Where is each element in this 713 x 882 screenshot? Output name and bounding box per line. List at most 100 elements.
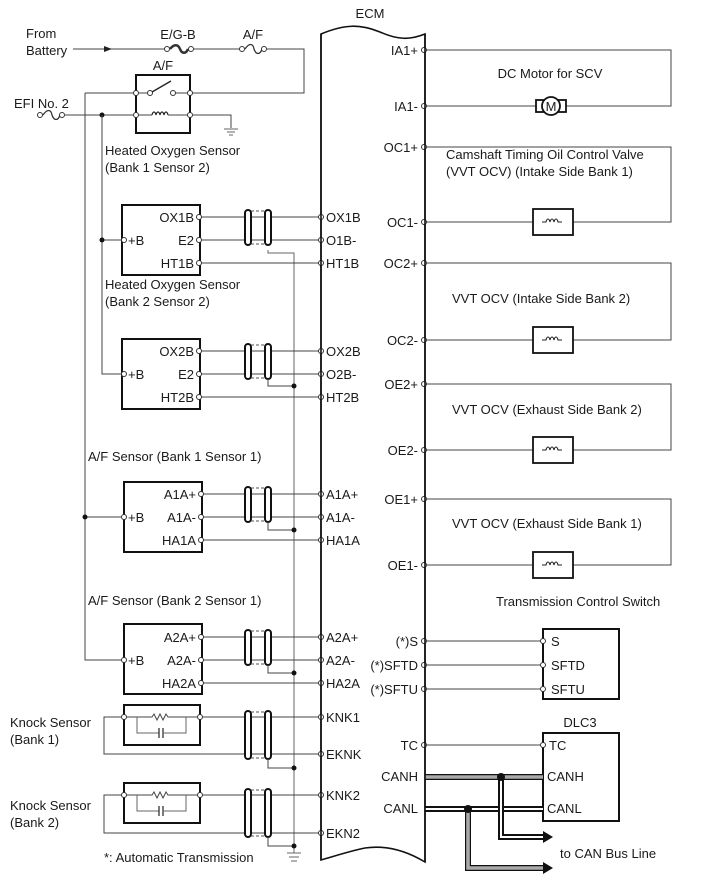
ocv-intake-bank2: OC2+ OC2- VVT OCV (Intake Side Bank 2) [384,256,672,354]
ecm-pin-label: OX2B [326,344,361,359]
ecm-pin-label: CANL [383,801,418,816]
pin-label: SFTU [551,682,585,697]
solenoid-coil-icon [532,436,574,464]
ecm-pin-label: A1A- [326,510,355,525]
pin-label: HT1B [161,256,194,271]
ecm-pin-label: O2B- [326,367,356,382]
shielded-cable-icon [244,209,272,246]
ecm-pin-label: OC2+ [384,256,418,271]
from-battery-label-2: Battery [26,43,68,58]
af-b2s1-plus-b: +B [128,653,144,668]
shield-ground-bus [267,250,301,862]
ho2-b2s2-plus-b: +B [128,367,144,382]
af-b1s1-plus-b: +B [128,510,144,525]
ecm-label: ECM [356,6,385,21]
pin-label: E2 [178,367,194,382]
ocv-intake-b1-title-1: Camshaft Timing Oil Control Valve [446,147,644,162]
shielded-cable-icon [244,343,272,380]
pin-label: OX2B [159,344,194,359]
ecm-pin-label: EKN2 [326,826,360,841]
fuse-egb-label: E/G-B [160,27,195,42]
af-sensor-bank1-sensor1: A/F Sensor (Bank 1 Sensor 1) +B A1A+ A1A… [88,449,360,553]
ecm-pin-label: OE1+ [384,492,418,507]
ecm-pin-label: HT2B [326,390,359,405]
ho2-b2s2-title-2: (Bank 2 Sensor 2) [105,294,210,309]
knock-b1-title-2: (Bank 1) [10,732,59,747]
ecm-pin-label: O1B- [326,233,356,248]
ho2-sensor-bank2-sensor2: Heated Oxygen Sensor (Bank 2 Sensor 2) +… [105,277,361,410]
shielded-cable-icon [244,710,272,760]
pin-label: SFTD [551,658,585,673]
trans-switch-title: Transmission Control Switch [496,594,660,609]
shielded-cable-icon [244,629,272,666]
ho2-b1s2-plus-b: +B [128,233,144,248]
pin-label: A1A+ [164,487,196,502]
ground-icon [287,852,301,862]
ecm-pin-label: (*)S [396,634,419,649]
fuse-af-label: A/F [243,27,263,42]
ecm-pin-label: OE2- [388,443,418,458]
relay-switch-icon [85,80,193,96]
ecm-pin-label: TC [401,738,418,753]
af-sensor-bank2-sensor1: A/F Sensor (Bank 2 Sensor 1) +B A2A+ A2A… [88,593,360,695]
ecm-pin-label: KNK1 [326,710,360,725]
fuse-icon [239,43,267,55]
ecm-pin-label: A2A- [326,653,355,668]
dc-motor-scv: IA1+ IA1- DC Motor for SCV M [391,43,672,116]
pin-label: TC [549,738,566,753]
solenoid-coil-icon [532,326,574,354]
ocv-exhaust-b2-title: VVT OCV (Exhaust Side Bank 2) [452,402,642,417]
relay-af-box [135,74,191,134]
pin-label: CANL [547,801,582,816]
ocv-exhaust-bank1: OE1+ OE1- VVT OCV (Exhaust Side Bank 1) [384,492,672,579]
can-bus-label: to CAN Bus Line [560,846,656,861]
knock-b1-title-1: Knock Sensor [10,715,92,730]
pin-label: A1A- [167,510,196,525]
pin-label: HT2B [161,390,194,405]
ecm-pin-label: KNK2 [326,788,360,803]
ecm-pin-label: HT1B [326,256,359,271]
knock-b2-title-1: Knock Sensor [10,798,92,813]
efi-no2-label: EFI No. 2 [14,96,69,111]
resistor-capacitor-icon [127,712,198,738]
can-bus-lines [425,773,553,874]
pin-label: A2A- [167,653,196,668]
af-b2s1-title: A/F Sensor (Bank 2 Sensor 1) [88,593,261,608]
ocv-exhaust-b1-title: VVT OCV (Exhaust Side Bank 1) [452,516,642,531]
ecm-pin-label: OX1B [326,210,361,225]
pin-label: OX1B [159,210,194,225]
ho2-b1s2-title-1: Heated Oxygen Sensor [105,143,241,158]
pin-label: HA1A [162,533,196,548]
ho2-sensor-bank1-sensor2: Heated Oxygen Sensor (Bank 1 Sensor 2) +… [105,143,361,276]
ecm-pin-label: CANH [381,769,418,784]
ocv-exhaust-bank2: OE2+ OE2- VVT OCV (Exhaust Side Bank 2) [384,377,672,464]
solenoid-coil-icon [532,208,574,236]
relay-af-label: A/F [153,58,173,73]
from-battery-label-1: From [26,26,56,41]
dc-motor-title: DC Motor for SCV [498,66,603,81]
ho2-b1s2-title-2: (Bank 1 Sensor 2) [105,160,210,175]
ecm-pin-label: OC2- [387,333,418,348]
ecm-block: ECM [320,6,426,864]
arrow-icon [104,46,112,52]
relay-coil-icon [133,111,193,118]
ecm-pin-label: IA1- [394,99,418,114]
pin-label: S [551,634,560,649]
ecm-pin-label: OE2+ [384,377,418,392]
ocv-intake-bank1: OC1+ OC1- Camshaft Timing Oil Control Va… [384,140,672,236]
dlc3-connector: DLC3 TC CANH CANL TC CANH CANL to CAN Bu… [381,715,656,874]
ecm-pin-label: OC1- [387,215,418,230]
shielded-cable-icon [244,486,272,523]
fuse-efi-icon [37,109,65,121]
af-b1s1-title: A/F Sensor (Bank 1 Sensor 1) [88,449,261,464]
power-supply: From Battery E/G-B A/F A/F [14,26,305,661]
ecm-pin-label: (*)SFTU [370,682,418,697]
arrow-icon [543,862,553,874]
footnote: *: Automatic Transmission [104,850,254,865]
ecm-pin-label: IA1+ [391,43,418,58]
pin-label: E2 [178,233,194,248]
ho2-b2s2-title-1: Heated Oxygen Sensor [105,277,241,292]
knock-b2-title-2: (Bank 2) [10,815,59,830]
ecm-pin-label: OE1- [388,558,418,573]
pin-label: CANH [547,769,584,784]
